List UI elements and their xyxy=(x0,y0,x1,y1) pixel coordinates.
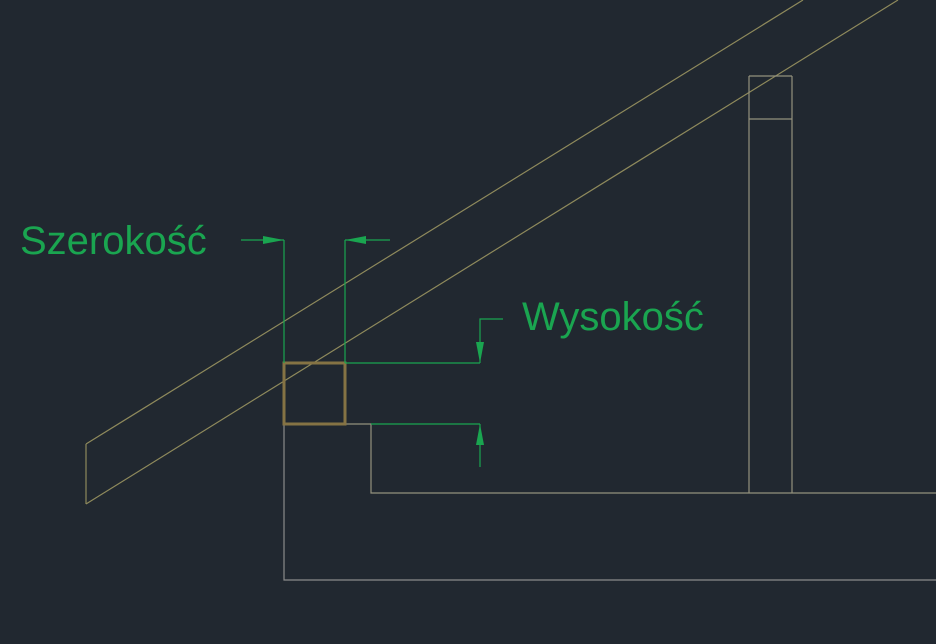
inner-floor-line xyxy=(345,423,936,494)
sloped-rafter xyxy=(85,0,899,505)
width-arrow-left xyxy=(263,236,284,244)
height-leader-top xyxy=(479,318,503,363)
height-arrow-bottom xyxy=(476,424,484,445)
width-label: Szerokość xyxy=(20,219,207,263)
rafter-top-edge xyxy=(85,0,804,445)
height-label: Wysokość xyxy=(522,295,704,339)
width-arrow-right xyxy=(345,236,366,244)
height-dimension xyxy=(345,318,503,467)
rafter-bottom-edge xyxy=(85,0,899,505)
vertical-post xyxy=(748,75,793,493)
width-dimension xyxy=(241,236,390,363)
beam-cross-section xyxy=(282,361,347,426)
floor-outline xyxy=(283,423,936,581)
outer-wall-line xyxy=(283,424,936,581)
height-arrow-top xyxy=(476,342,484,363)
